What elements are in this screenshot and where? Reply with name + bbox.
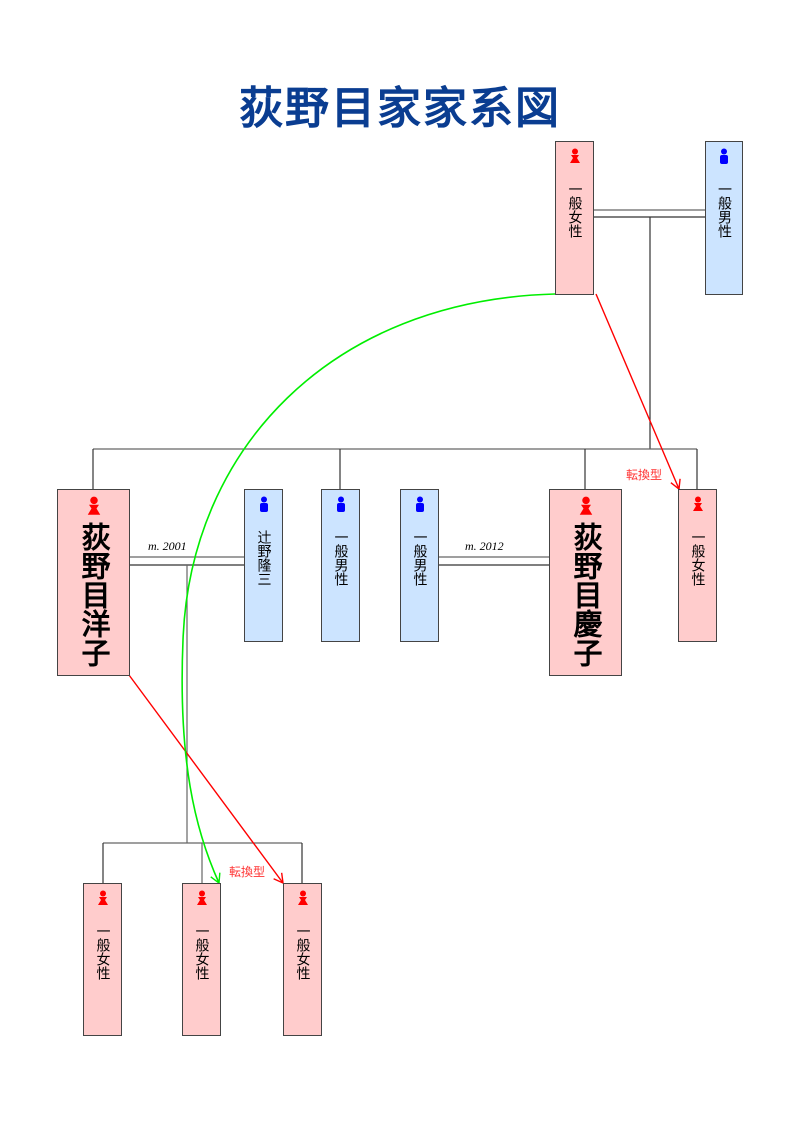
person-name: 辻野隆三 xyxy=(255,530,272,586)
male-person-icon xyxy=(259,496,268,512)
person-name: 一般女性 xyxy=(94,924,111,980)
person-name: 一般男性 xyxy=(411,530,428,586)
relation-curve-arrow xyxy=(181,293,556,885)
transfer-arrow xyxy=(595,293,681,491)
person-name: 荻野目慶子 xyxy=(569,522,603,667)
person-card-gen3-female-c[interactable]: 一般女性 xyxy=(283,883,322,1036)
male-person-icon xyxy=(336,496,345,512)
person-card-gen1-male[interactable]: 一般男性 xyxy=(705,141,743,295)
person-name: 一般男性 xyxy=(716,182,732,238)
marriage-label: m. 2001 xyxy=(148,539,187,553)
person-name: 一般女性 xyxy=(193,924,210,980)
male-person-icon xyxy=(720,148,728,164)
female-person-icon xyxy=(692,496,703,511)
transfer-label: 転換型 xyxy=(626,468,663,482)
person-card-gen2-male-a[interactable]: 一般男性 xyxy=(321,489,360,642)
female-person-icon xyxy=(196,890,207,905)
person-name: 一般女性 xyxy=(294,924,311,980)
person-card-tsujino[interactable]: 辻野隆三 xyxy=(244,489,283,642)
female-person-icon xyxy=(87,496,100,515)
transfer-label: 転換型 xyxy=(229,865,266,879)
female-person-icon xyxy=(579,496,592,515)
transfer-arrow xyxy=(128,674,284,885)
person-card-gen3-female-b[interactable]: 一般女性 xyxy=(182,883,221,1036)
female-person-icon xyxy=(97,890,108,905)
person-card-gen2-female[interactable]: 一般女性 xyxy=(678,489,717,642)
person-card-gen2-male-b[interactable]: 一般男性 xyxy=(400,489,439,642)
person-name: 一般女性 xyxy=(689,530,706,586)
person-name: 一般女性 xyxy=(566,182,583,238)
female-person-icon xyxy=(569,148,580,163)
female-person-icon xyxy=(297,890,308,905)
page-title: 荻野目家家系図 xyxy=(239,83,561,134)
person-card-keiko[interactable]: 荻野目慶子 xyxy=(549,489,622,676)
person-name: 一般男性 xyxy=(332,530,349,586)
person-card-youko[interactable]: 荻野目洋子 xyxy=(57,489,130,676)
person-card-gen3-female-a[interactable]: 一般女性 xyxy=(83,883,122,1036)
male-person-icon xyxy=(415,496,424,512)
marriage-label: m. 2012 xyxy=(465,539,504,553)
person-name: 荻野目洋子 xyxy=(77,522,111,667)
person-card-gen1-female[interactable]: 一般女性 xyxy=(555,141,594,295)
